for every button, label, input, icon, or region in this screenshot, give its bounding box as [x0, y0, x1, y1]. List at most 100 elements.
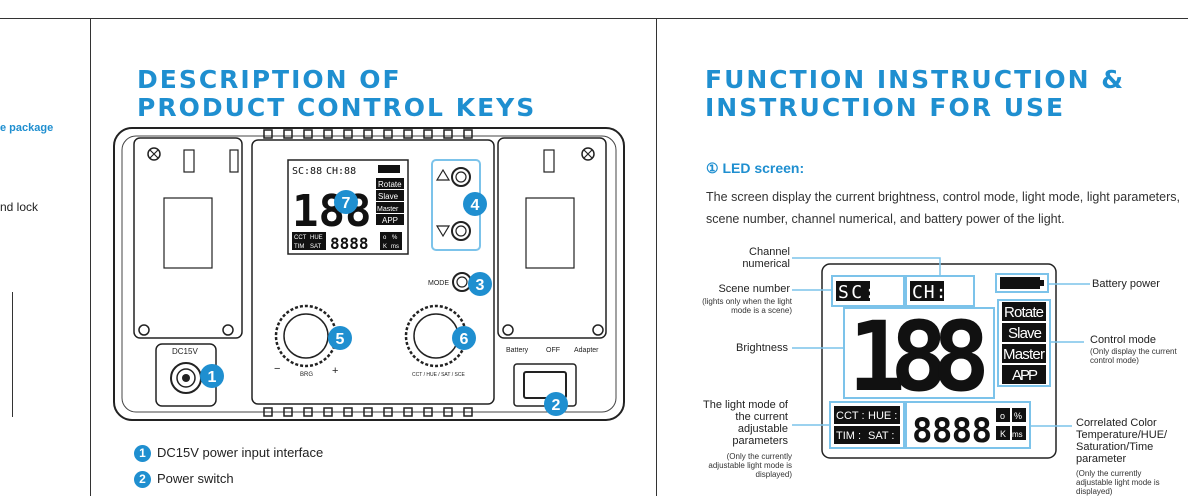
- screw-icon: [581, 147, 595, 161]
- mini-lcd-sc: SC:88: [292, 166, 322, 177]
- device-inner-body: [121, 135, 617, 413]
- screen-unit-ms: ms: [1012, 430, 1023, 439]
- edge-package-text: e package: [0, 122, 54, 134]
- screen-param-cct: CCT :: [836, 410, 865, 422]
- screen-units: o % K ms: [996, 408, 1026, 440]
- right-battery-plate: [497, 137, 607, 339]
- mini-param-value: 8888: [330, 234, 369, 253]
- top-notches: [263, 129, 473, 139]
- knob5-label: BRG: [300, 372, 313, 378]
- screen-param-value: 8888: [912, 411, 992, 451]
- screw-icon: [138, 324, 150, 336]
- screen-param-sat: SAT :: [868, 430, 895, 442]
- screen-mode-app: APP: [1012, 367, 1038, 384]
- bottom-notches: [263, 407, 473, 417]
- legend-badge-2: 2: [134, 471, 151, 489]
- mini-unit-ms: ms: [391, 244, 399, 250]
- legend-badge-1: 1: [134, 445, 151, 463]
- callout-2: 2: [552, 397, 561, 414]
- knob5-minus: −: [274, 363, 280, 375]
- mode-label: MODE: [428, 280, 449, 287]
- divider-left: [90, 18, 91, 496]
- screen-big-digits: 188: [848, 301, 990, 413]
- screen-param-hue: HUE :: [868, 410, 897, 422]
- legend-text-1: DC15V power input interface: [157, 445, 324, 460]
- screw-icon: [502, 324, 514, 336]
- callout-6: 6: [460, 331, 469, 348]
- left-latch: [183, 149, 195, 173]
- up-arrow-icon: [435, 168, 451, 181]
- screen-mode-master: Master: [1003, 346, 1045, 363]
- screen-unit-percent: %: [1014, 411, 1022, 421]
- label-control: Control mode: [1090, 334, 1157, 346]
- screen-unit-o: o: [1000, 411, 1005, 421]
- top-rule: [0, 18, 1188, 19]
- mini-mode-slave: Slave: [378, 192, 399, 201]
- mini-unit-percent: %: [392, 235, 398, 241]
- switch-labels: Battery OFF Adapter: [506, 347, 599, 354]
- screen-param-tim: TIM :: [836, 430, 861, 442]
- device-illustration: SC:88 CH:88 188 Rotate Slave Master APP …: [113, 127, 625, 421]
- right-latch: [543, 149, 555, 173]
- screen-ch: CH:88: [912, 282, 970, 303]
- label-cct-note: (Only the currently adjustable light mod…: [1076, 469, 1160, 496]
- mini-battery-icon: [378, 165, 400, 173]
- mini-mode-app: APP: [382, 216, 398, 225]
- screen-mode-slave: Slave: [1008, 325, 1042, 342]
- screen-battery-icon: [1000, 277, 1040, 289]
- edge-box-line: [12, 292, 13, 417]
- down-arrow-icon: [435, 225, 451, 238]
- screen-unit-k: K: [1000, 429, 1006, 439]
- label-cct: Correlated Color Temperature/HUE/ Satura…: [1076, 417, 1168, 465]
- left-battery-plate: [133, 137, 243, 339]
- left-title-line2: PRODUCT CONTROL KEYS: [137, 93, 537, 122]
- divider-middle: [656, 18, 657, 496]
- down-button[interactable]: [451, 221, 471, 241]
- mini-unit-o: o: [383, 235, 387, 241]
- left-title: DESCRIPTION OF PRODUCT CONTROL KEYS: [137, 66, 536, 122]
- callout-7: 7: [342, 195, 351, 212]
- led-screen-subheading: ① LED screen:: [706, 160, 805, 176]
- switch-label-battery: Battery: [506, 347, 529, 354]
- screen-param-labels: CCT : HUE : TIM : SAT :: [834, 406, 900, 444]
- mini-units: o % K ms: [380, 232, 402, 250]
- label-lightmode-note: (Only the currently adjustable light mod…: [708, 452, 792, 479]
- callout-4: 4: [471, 197, 480, 214]
- label-scene: Scene number: [718, 283, 790, 295]
- mini-mode-rotate: Rotate: [378, 180, 402, 189]
- up-button[interactable]: [451, 167, 471, 187]
- mini-mode-list: Rotate Slave Master APP: [376, 178, 404, 225]
- label-scene-note: (lights only when the light mode is a sc…: [702, 297, 792, 315]
- legend-item-1: 1 DC15V power input interface: [134, 445, 324, 463]
- edge-lock-text: nd lock: [0, 200, 39, 214]
- mini-unit-k: K: [383, 244, 387, 250]
- led-screen-paragraph: The screen display the current brightnes…: [706, 190, 1180, 226]
- label-battery: Battery power: [1092, 278, 1160, 290]
- screen-sc: SC:88: [838, 282, 902, 303]
- callout-badges: 7 4 3 5 6 1 2: [200, 190, 568, 416]
- label-channel: Channel numerical: [742, 246, 790, 270]
- control-panel: [251, 139, 495, 405]
- switch-label-off: OFF: [546, 347, 560, 354]
- screw-icon: [222, 324, 234, 336]
- switch-label-adapter: Adapter: [574, 347, 599, 354]
- highlight-boxes: [829, 273, 1051, 449]
- screen-mode-list: Rotate Slave Master APP: [1002, 302, 1046, 384]
- mini-param-cct: CCT: [294, 235, 307, 241]
- mini-lcd-ch: CH:88: [326, 166, 356, 177]
- screw-icon: [147, 147, 161, 161]
- left-battery-slot: [163, 197, 213, 269]
- power-switch[interactable]: [523, 371, 567, 399]
- knob6-label: CCT / HUE / SAT / SCE: [412, 372, 465, 378]
- right-title: FUNCTION INSTRUCTION & INSTRUCTION FOR U…: [705, 66, 1125, 122]
- left-title-line1: DESCRIPTION OF: [137, 65, 402, 94]
- right-battery-slot: [525, 197, 575, 269]
- screen-diagram: SC:88 CH:88 188 Rotate Slave Master APP …: [821, 263, 1057, 459]
- right-title-line2: INSTRUCTION FOR USE: [705, 93, 1066, 122]
- label-lightmode: The light mode of the current adjustable…: [703, 399, 788, 447]
- callout-1: 1: [208, 369, 217, 386]
- left-tab: [229, 149, 239, 173]
- mini-param-labels: CCT HUE TIM SAT: [292, 232, 326, 250]
